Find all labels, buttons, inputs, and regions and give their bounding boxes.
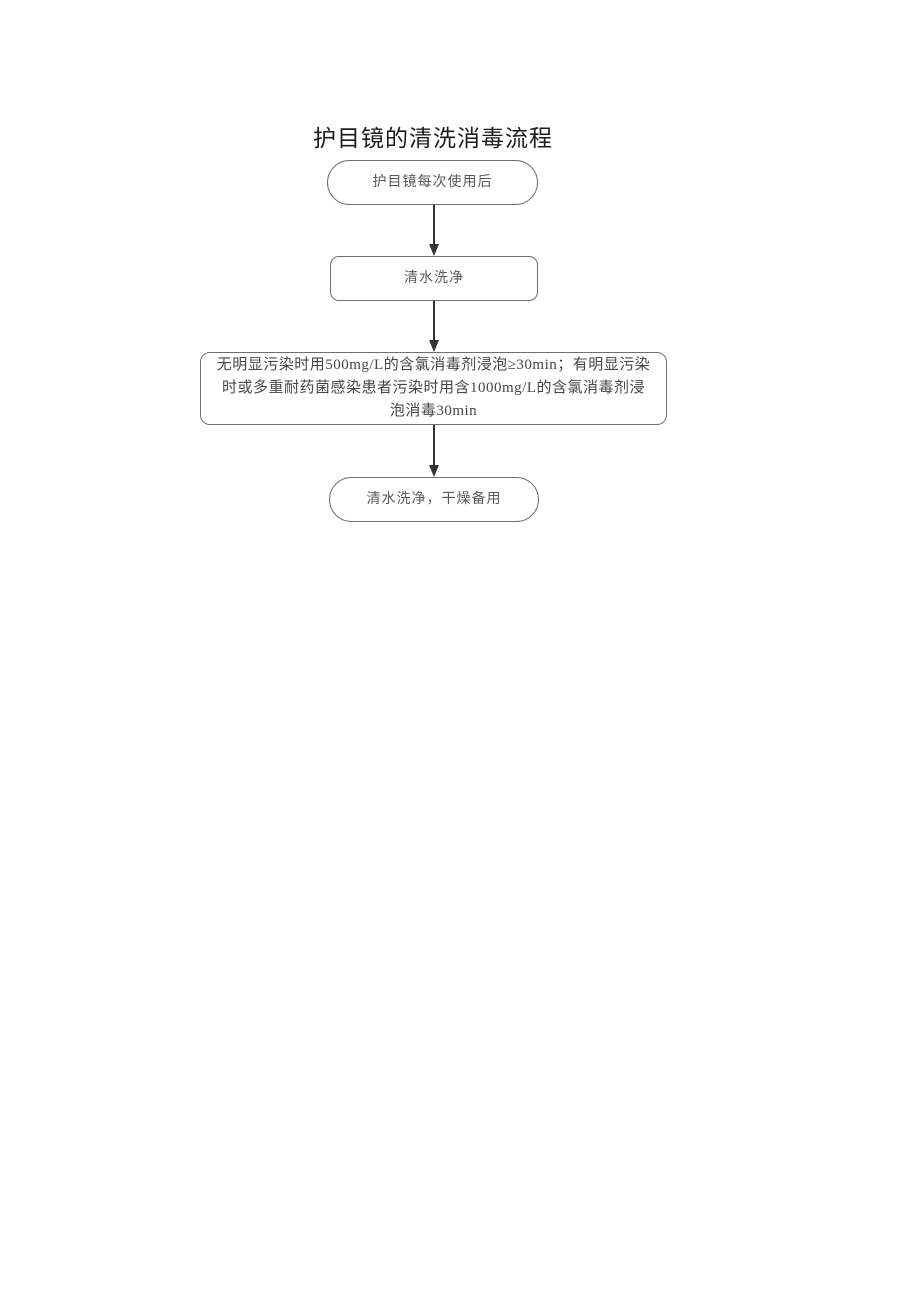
arrow-shaft [433, 425, 435, 467]
arrow-shaft [433, 301, 435, 342]
arrow-shaft [433, 205, 435, 246]
arrow-down-connector-1 [428, 205, 440, 256]
flow-node-disinfect-label: 无明显污染时用500mg/L的含氯消毒剂浸泡≥30min；有明显污染时或多重耐药… [216, 357, 651, 419]
flow-node-after-use-label: 护目镜每次使用后 [372, 174, 493, 190]
arrow-down-connector-3 [428, 425, 440, 477]
page-title: 护目镜的清洗消毒流程 [313, 126, 553, 151]
flow-node-rinse-label: 清水洗净 [404, 270, 464, 286]
arrowhead-down-icon [429, 340, 439, 352]
flow-node-disinfect: 无明显污染时用500mg/L的含氯消毒剂浸泡≥30min；有明显污染时或多重耐药… [200, 352, 667, 425]
arrowhead-down-icon [429, 465, 439, 477]
flow-node-after-use: 护目镜每次使用后 [327, 160, 538, 205]
arrow-down-connector-2 [428, 301, 440, 352]
arrowhead-down-icon [429, 244, 439, 256]
flow-node-final-rinse-label: 清水洗净，干燥备用 [366, 491, 502, 507]
flow-node-rinse: 清水洗净 [330, 256, 538, 301]
flow-node-final-rinse: 清水洗净，干燥备用 [329, 477, 539, 522]
